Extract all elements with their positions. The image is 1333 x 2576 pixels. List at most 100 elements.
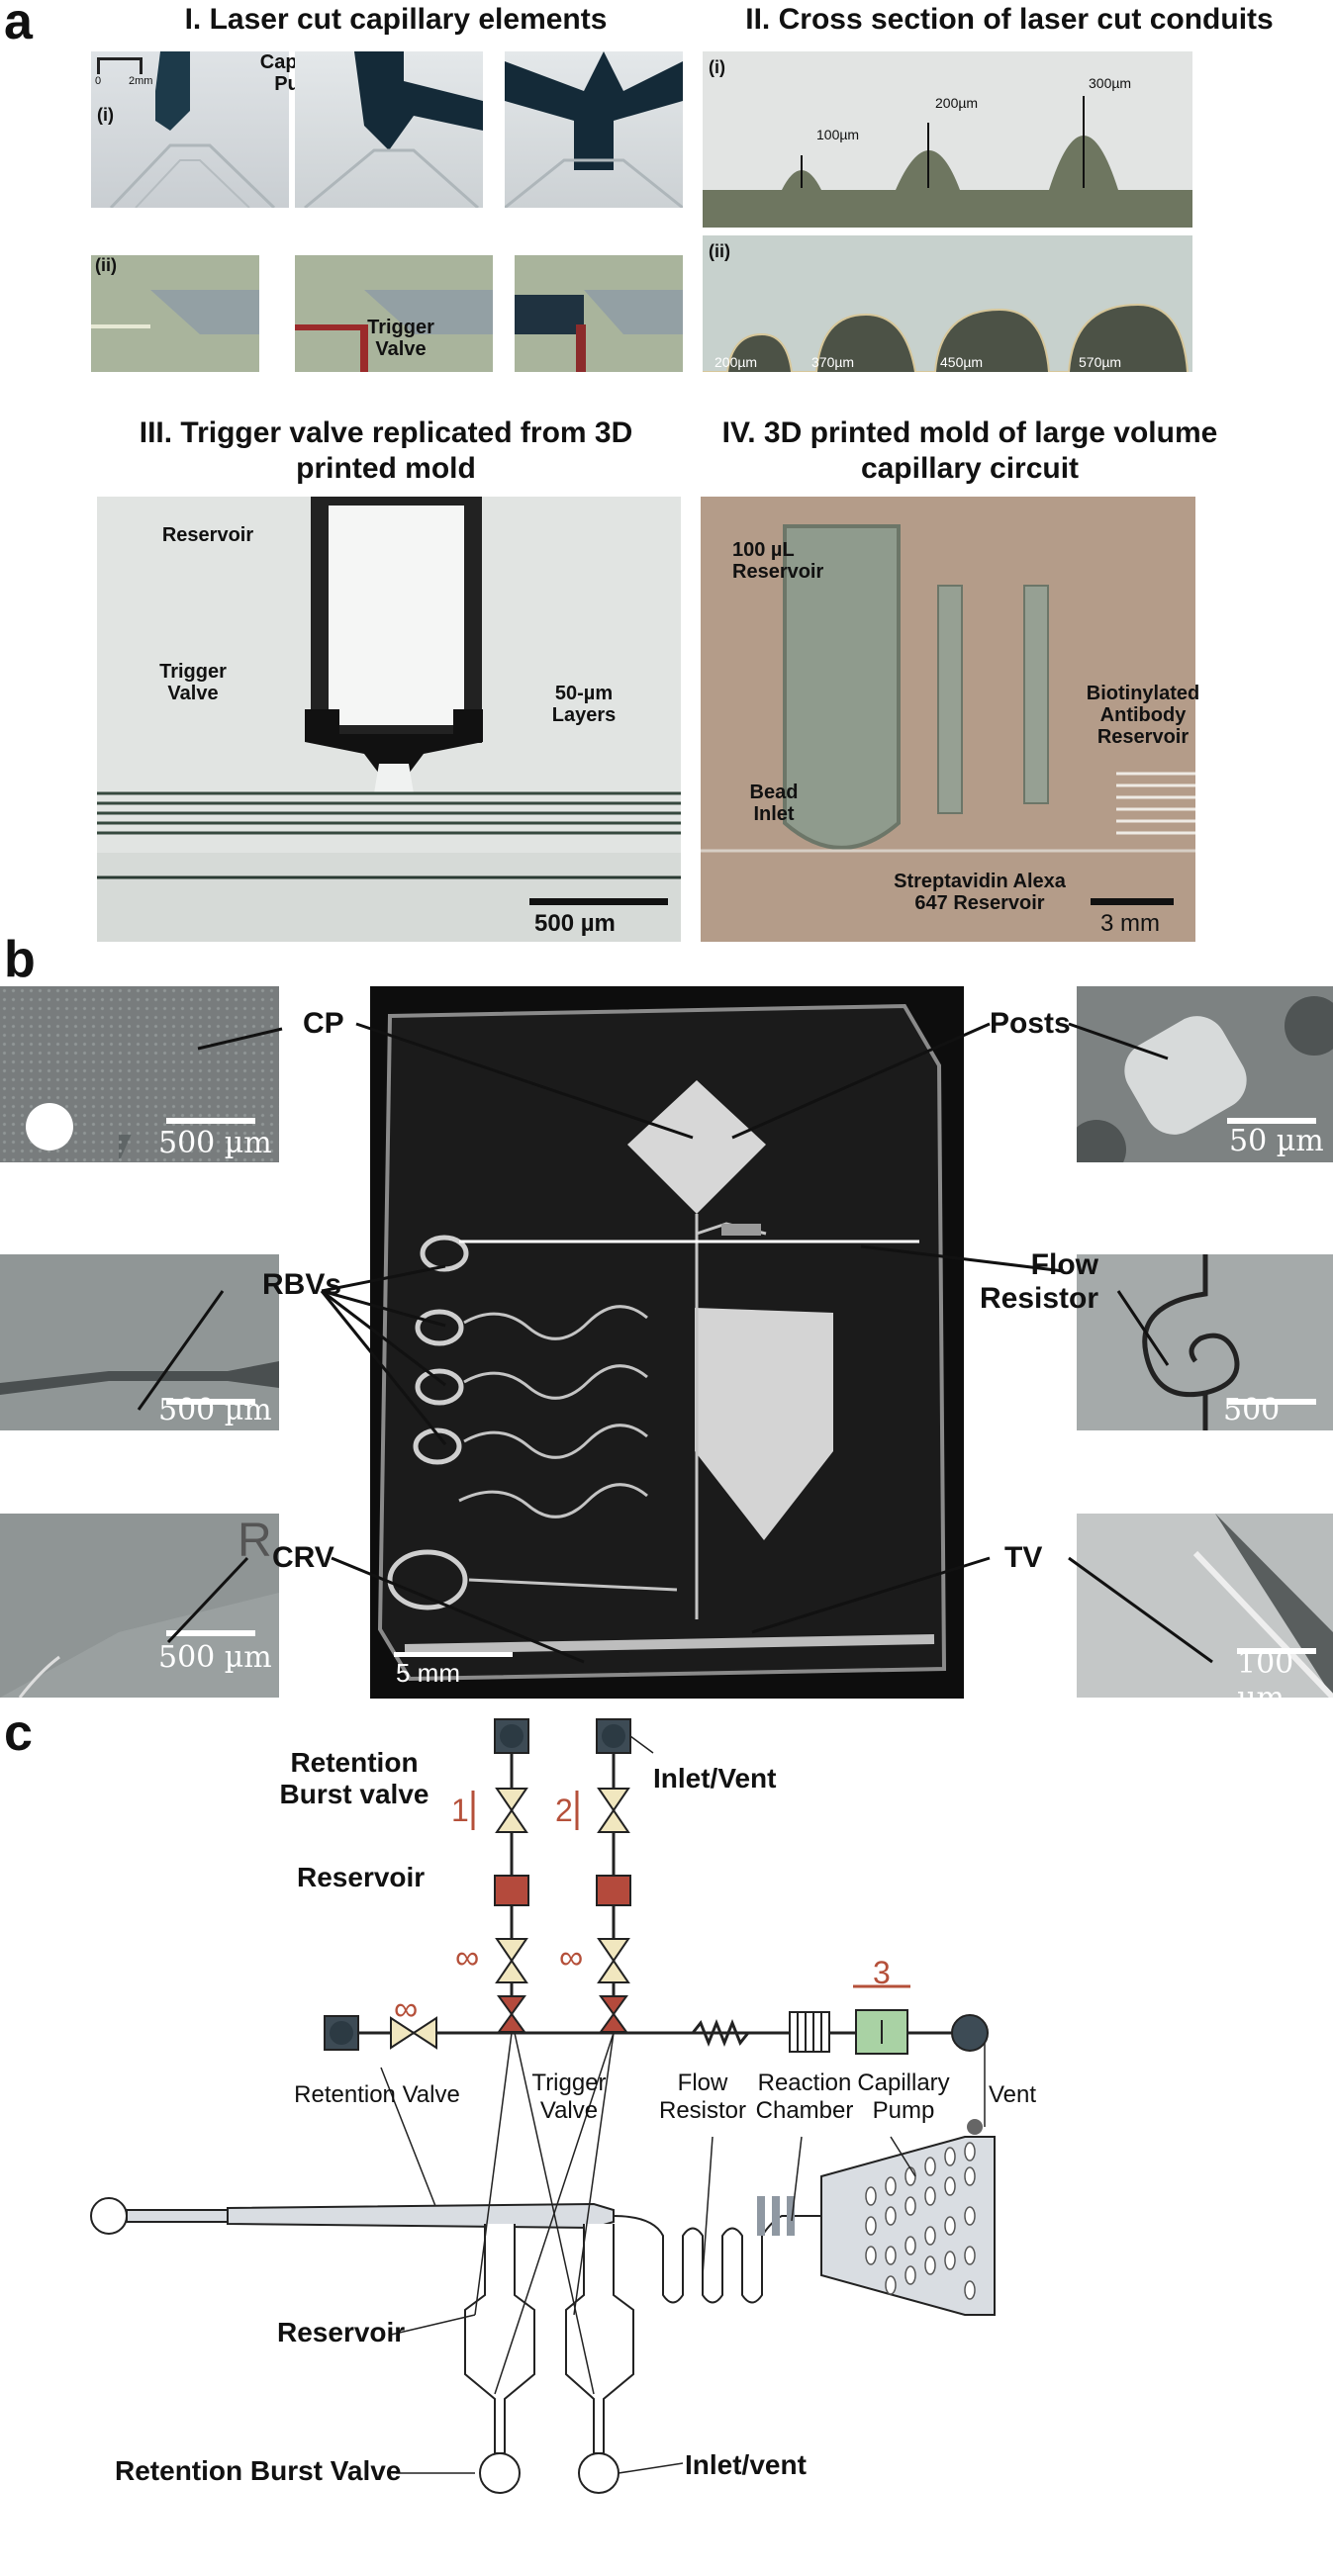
depth-100: 100µm	[816, 127, 860, 142]
scale-cp: 500 µm	[158, 1126, 272, 1160]
label-trigger-valve-c: Trigger Valve	[531, 2070, 607, 2124]
cs-row-i: (i)	[709, 57, 725, 77]
label-rbvs: RBVs	[262, 1268, 342, 1301]
photo-3d-printed-mold	[701, 497, 1195, 942]
scale-rbv: 500 µm	[158, 1393, 272, 1427]
chip-svg	[370, 986, 964, 1699]
label-capillary-pump-c: Capillary Pump	[857, 2070, 950, 2124]
label-flow-resistor-b: Flow Resistor	[980, 1248, 1099, 1315]
scalebar-flow	[1227, 1399, 1316, 1405]
crv-letter: R	[238, 1515, 272, 1567]
label-retention-burst-valve-bottom: Retention Burst Valve	[115, 2455, 402, 2486]
infinity-1: ∞	[455, 1939, 480, 1977]
label-bead-inlet: Bead Inlet	[749, 782, 799, 825]
label-trigger-valve-mold: Trigger Valve	[159, 661, 227, 704]
scale-3mm: 3 mm	[1100, 910, 1160, 937]
label-crv: CRV	[272, 1541, 334, 1574]
label-retention-burst-valve: Retention Burst valve	[279, 1747, 429, 1809]
scale-5mm: 5 mm	[396, 1658, 460, 1688]
capillary-pump-1-svg	[109, 51, 276, 208]
photo-capillary-pump-2	[295, 51, 483, 208]
label-streptavidin: Streptavidin Alexa 647 Reservoir	[894, 871, 1066, 914]
panel-letter-a: a	[4, 0, 33, 50]
photo-trigger-2	[295, 255, 493, 372]
sem-posts-svg	[1077, 996, 1333, 1162]
title-trigger-valve-replicated: III. Trigger valve replicated from 3D pr…	[139, 416, 633, 485]
scalebar-cp	[166, 1118, 255, 1124]
label-50um-layers: 50-µm Layers	[551, 683, 617, 726]
mold-svg	[701, 497, 1195, 942]
label-inlet-vent-bottom: Inlet/vent	[685, 2449, 807, 2480]
label-reservoir-a: Reservoir	[161, 524, 254, 546]
scale-2mm: 2mm	[129, 75, 153, 87]
label-biotinylated: Biotinylated Antibody Reservoir	[1086, 683, 1200, 748]
sem-flow-svg	[1142, 1254, 1240, 1430]
trigger-1-svg	[91, 255, 259, 372]
label-vent: Vent	[988, 2081, 1037, 2108]
photo-capillary-pump-3	[505, 51, 683, 208]
title-3d-printed-mold: IV. 3D printed mold of large volume capi…	[721, 416, 1218, 485]
row-ii-label: (ii)	[95, 255, 117, 275]
panel-b-leaders	[137, 1022, 1213, 1664]
label-cp: CP	[303, 1007, 344, 1040]
photo-capillary-chip	[370, 986, 964, 1699]
sem-crv	[0, 1514, 279, 1698]
infinity-3: ∞	[394, 1990, 419, 2028]
label-tv: TV	[1004, 1541, 1043, 1574]
label-100ul-reservoir: 100 µL Reservoir	[732, 539, 824, 583]
photo-capillary-pump-1	[91, 51, 289, 208]
cross-section-ii-svg	[703, 235, 1192, 372]
label-reservoir-bottom: Reservoir	[277, 2317, 406, 2347]
number-2: 2	[555, 1793, 573, 1828]
scale-flow: 500 µm	[1223, 1393, 1281, 1462]
capillary-pump-3-svg	[505, 51, 683, 208]
scalebar-tv	[1237, 1648, 1316, 1654]
sem-crv-svg	[0, 1593, 279, 1698]
number-1: 1	[451, 1793, 469, 1828]
photo-trigger-3	[515, 255, 683, 372]
depth-200: 200µm	[935, 95, 979, 111]
label-retention-valve: Retention Valve	[294, 2081, 460, 2108]
scale-tv: 100 µm	[1237, 1646, 1294, 1715]
depth-300: 300µm	[1089, 75, 1132, 91]
scale-bracket	[97, 57, 143, 74]
width-570: 570µm	[1079, 354, 1122, 370]
label-trigger-valve-a: Trigger Valve	[367, 317, 434, 360]
width-370: 370µm	[811, 354, 855, 370]
number-3: 3	[873, 1955, 891, 1990]
scalebar-rbv	[166, 1399, 255, 1405]
scalebar-3mm	[1091, 898, 1174, 905]
row-i-label: (i)	[97, 105, 114, 125]
label-reservoir-c: Reservoir	[297, 1862, 426, 1892]
cs-row-ii: (ii)	[709, 241, 730, 261]
cross-section-i-svg	[703, 51, 1192, 228]
photo-trigger-1	[91, 255, 259, 372]
trigger-valve-mold-svg	[97, 497, 681, 942]
trigger-2-svg	[295, 290, 493, 372]
width-450: 450µm	[940, 354, 984, 370]
photo-cross-section-ii	[703, 235, 1192, 372]
title-laser-cut-capillary: I. Laser cut capillary elements	[184, 3, 608, 36]
width-200: 200µm	[714, 354, 758, 370]
scalebar-crv	[166, 1630, 255, 1636]
sem-cp	[0, 986, 279, 1162]
scale-crv: 500 µm	[158, 1640, 272, 1675]
label-posts: Posts	[990, 1007, 1071, 1040]
scalebar-5mm	[394, 1652, 513, 1657]
photo-trigger-valve-mold	[97, 497, 681, 942]
scalebar-500um-a	[529, 898, 668, 905]
trigger-3-svg	[515, 290, 683, 372]
label-flow-resistor-c: Flow Resistor	[658, 2070, 747, 2124]
scale-posts: 50 µm	[1229, 1124, 1324, 1158]
photo-cross-section-i	[703, 51, 1192, 228]
scalebar-posts	[1227, 1118, 1316, 1124]
scale-zero: 0	[95, 75, 102, 87]
sem-rbv-svg	[0, 1361, 279, 1395]
panel-letter-b: b	[4, 931, 36, 988]
panel-letter-c: c	[4, 1704, 33, 1762]
infinity-2: ∞	[559, 1939, 584, 1977]
sem-posts	[1077, 986, 1333, 1162]
label-reaction-chamber: Reaction Chamber	[755, 2070, 854, 2124]
scale-500um-a: 500 µm	[534, 910, 616, 937]
title-cross-section: II. Cross section of laser cut conduits	[745, 3, 1274, 36]
